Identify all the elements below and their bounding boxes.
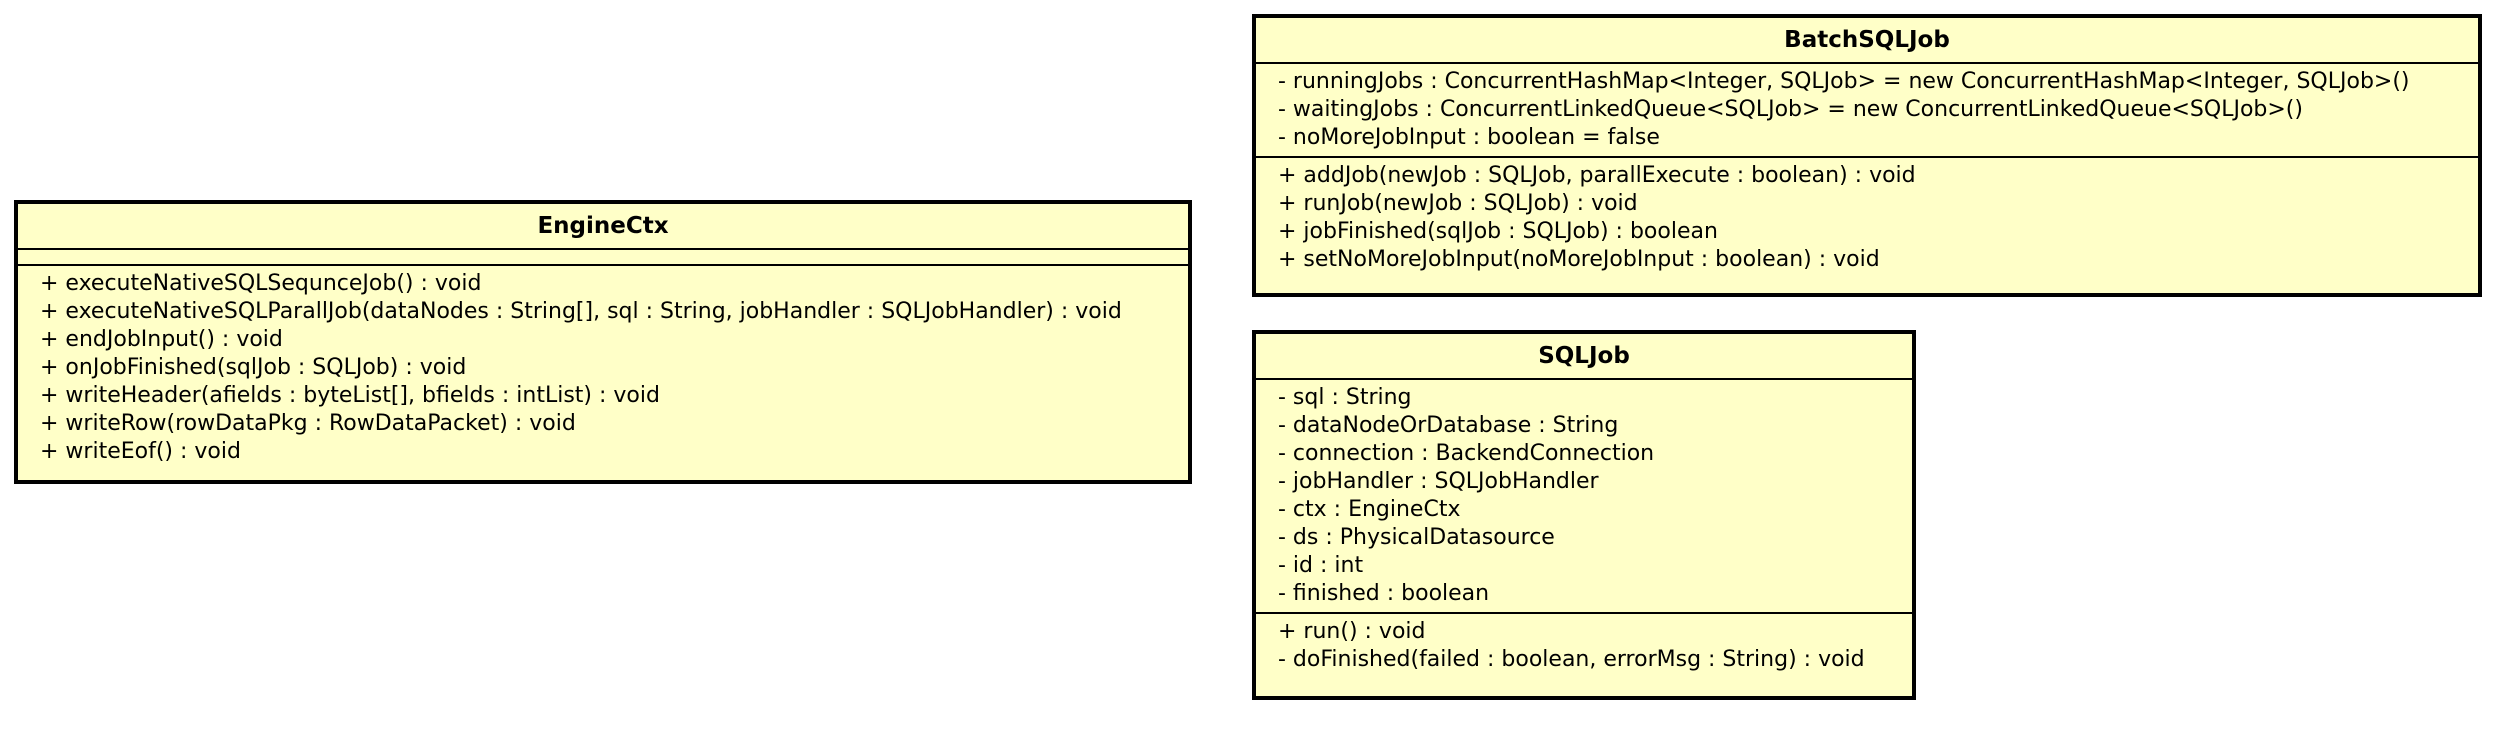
- attribute: - id : int: [1278, 553, 1364, 578]
- operation: + executeNativeSQLSequnceJob() : void: [40, 271, 482, 296]
- operation: - doFinished(failed : boolean, errorMsg …: [1278, 647, 1865, 672]
- attribute: - ctx : EngineCtx: [1278, 497, 1461, 522]
- operation: + runJob(newJob : SQLJob) : void: [1278, 191, 1638, 216]
- operations-section: + addJob(newJob : SQLJob, parallExecute …: [1256, 158, 2478, 278]
- operation: + writeEof() : void: [40, 439, 241, 464]
- operations-section: + run() : void - doFinished(failed : boo…: [1256, 614, 1912, 678]
- operation: + jobFinished(sqlJob : SQLJob) : boolean: [1278, 219, 1718, 244]
- class-name: BatchSQLJob: [1256, 18, 2478, 64]
- attribute: - connection : BackendConnection: [1278, 441, 1655, 466]
- attribute: - ds : PhysicalDatasource: [1278, 525, 1555, 550]
- operations-section: + executeNativeSQLSequnceJob() : void + …: [18, 266, 1188, 470]
- operation: + writeHeader(afields : byteList[], bfie…: [40, 383, 660, 408]
- attributes-section: - sql : String - dataNodeOrDatabase : St…: [1256, 380, 1912, 614]
- operation: + addJob(newJob : SQLJob, parallExecute …: [1278, 163, 1916, 188]
- class-name: EngineCtx: [18, 204, 1188, 250]
- operation: + onJobFinished(sqlJob : SQLJob) : void: [40, 355, 467, 380]
- operation: + executeNativeSQLParallJob(dataNodes : …: [40, 299, 1122, 324]
- class-name: SQLJob: [1256, 334, 1912, 380]
- attribute: - noMoreJobInput : boolean = false: [1278, 125, 1660, 150]
- class-enginectx: EngineCtx + executeNativeSQLSequnceJob()…: [14, 200, 1192, 484]
- attribute: - dataNodeOrDatabase : String: [1278, 413, 1619, 438]
- attributes-section: [18, 250, 1188, 266]
- operation: + endJobInput() : void: [40, 327, 283, 352]
- attribute: - runningJobs : ConcurrentHashMap<Intege…: [1278, 69, 2410, 94]
- class-batchsqljob: BatchSQLJob - runningJobs : ConcurrentHa…: [1252, 14, 2482, 297]
- attributes-section: - runningJobs : ConcurrentHashMap<Intege…: [1256, 64, 2478, 158]
- attribute: - jobHandler : SQLJobHandler: [1278, 469, 1599, 494]
- class-sqljob: SQLJob - sql : String - dataNodeOrDataba…: [1252, 330, 1916, 700]
- operation: + writeRow(rowDataPkg : RowDataPacket) :…: [40, 411, 576, 436]
- operation: + run() : void: [1278, 619, 1426, 644]
- attribute: - finished : boolean: [1278, 581, 1490, 606]
- attribute: - waitingJobs : ConcurrentLinkedQueue<SQ…: [1278, 97, 2303, 122]
- operation: + setNoMoreJobInput(noMoreJobInput : boo…: [1278, 247, 1880, 272]
- attribute: - sql : String: [1278, 385, 1412, 410]
